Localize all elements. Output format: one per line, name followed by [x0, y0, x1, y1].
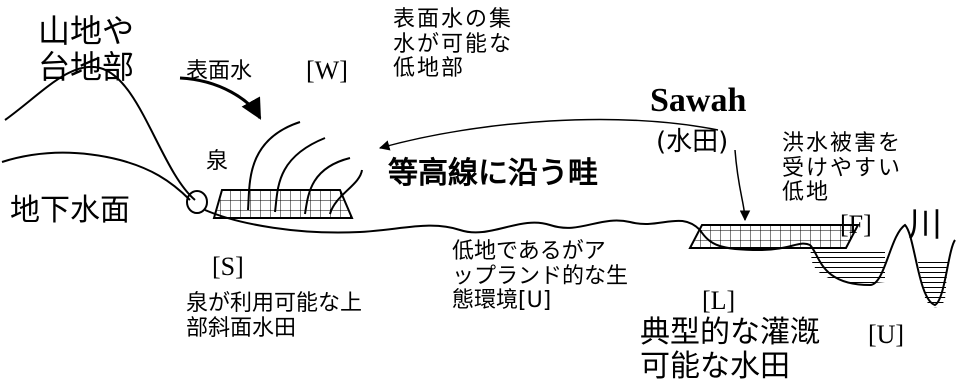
- u-code: [U]: [868, 320, 905, 349]
- groundwater-label: 地下水面: [10, 193, 130, 228]
- paddy-paren-label: (水田): [656, 127, 729, 157]
- mountain-outline: [4, 65, 196, 201]
- typical-irrigated-label: 典型的な灌漑 可能な水田: [640, 315, 820, 384]
- l-code: [L]: [702, 286, 736, 315]
- sawah-label: Sawah: [650, 82, 747, 119]
- spring-label: 泉: [206, 149, 229, 174]
- river-hatch: [918, 262, 948, 308]
- spring-paddy-label: 泉が利用可能な上 部斜面水田: [186, 291, 363, 341]
- surface-water-label: 表面水: [186, 59, 253, 84]
- lowland-paddy-grid: [688, 224, 860, 249]
- collection-label: 表面水の集 水が可能な 低地部: [393, 7, 514, 82]
- f-code: [F]: [840, 210, 872, 239]
- sawah-arrow-to-lowland: [734, 149, 751, 222]
- mountain-label: 山地や 台地部: [38, 12, 135, 86]
- spring-paddy-grid: [212, 189, 354, 219]
- river-label: 川: [908, 205, 942, 245]
- groundwater-line: [1, 151, 191, 201]
- flood-hatch: [810, 248, 885, 284]
- w-code: [W]: [306, 56, 348, 85]
- flood-label: 洪水被害を 受けやすい 低地: [782, 131, 903, 206]
- spring-circle: [186, 190, 208, 214]
- surface-water-arrow: [179, 76, 262, 120]
- sawah-arrow-to-ridge: [378, 118, 719, 151]
- upland-lowland-label: 低地であるがア ップランド的な生 態環境[U]: [452, 239, 629, 314]
- contour-ridge-label: 等高線に沿う畦: [388, 156, 598, 191]
- s-code: [S]: [212, 252, 244, 281]
